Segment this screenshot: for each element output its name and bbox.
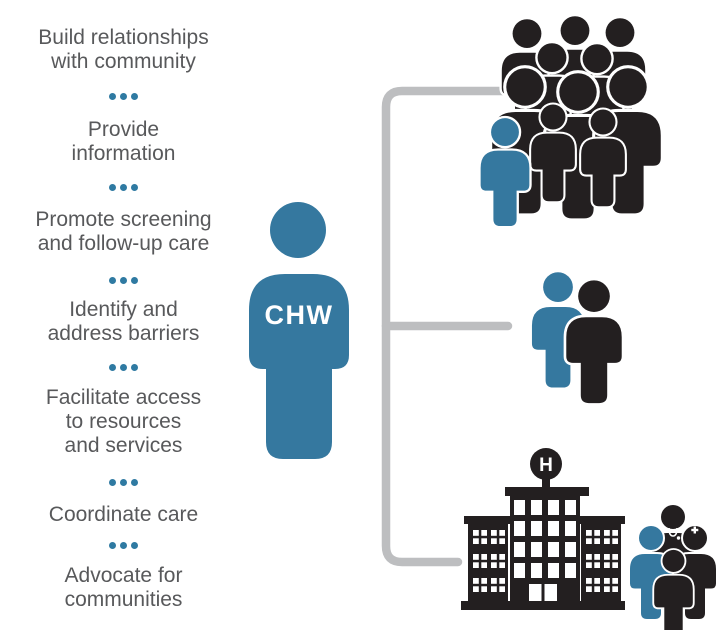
stethoscope-icon (668, 527, 681, 540)
role-item: Identify and address barriers (47, 298, 200, 345)
hospital-sign-letter: H (539, 455, 553, 476)
ellipsis-separator-icon (2, 184, 245, 192)
wing-windows (473, 530, 618, 592)
hospital-building-icon: H (461, 448, 625, 610)
role-item: Facilitate access to resources and servi… (45, 386, 202, 457)
role-item: Advocate for communities (64, 564, 183, 611)
chw-person-icon: CHW (249, 202, 349, 459)
ellipsis-separator-icon (2, 277, 245, 285)
chw-label: CHW (265, 300, 334, 330)
nurse-cap-cross-icon (691, 526, 699, 534)
ellipsis-separator-icon (2, 542, 245, 550)
medical-team-icon (628, 503, 718, 630)
role-item: Build relationships with community (38, 26, 209, 73)
ellipsis-separator-icon (2, 364, 245, 372)
two-people-icon (526, 268, 636, 408)
role-item: Provide information (71, 118, 176, 165)
community-crowd-icon (474, 10, 674, 232)
door-divider (541, 584, 545, 601)
connector-bracket-line (381, 86, 513, 567)
ellipsis-separator-icon (2, 479, 245, 487)
roles-list: Build relationships with community Provi… (2, 0, 245, 638)
role-item: Promote screening and follow-up care (35, 208, 212, 255)
ellipsis-separator-icon (2, 93, 245, 101)
role-item: Coordinate care (48, 503, 199, 526)
